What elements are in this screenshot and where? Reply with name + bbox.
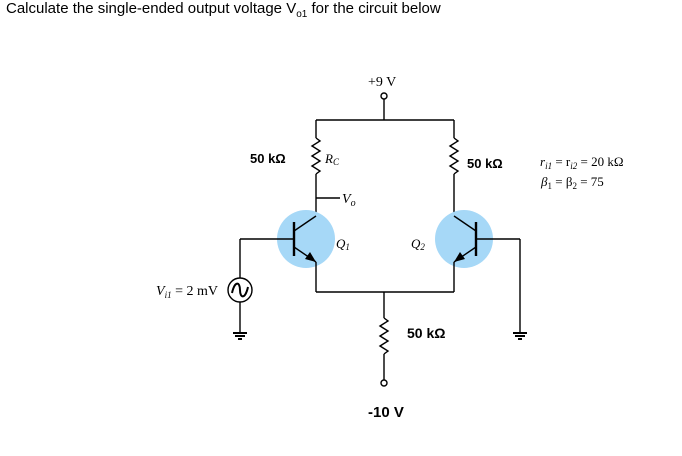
rc1-value-label: 50 kΩ xyxy=(250,151,286,166)
q1-label: Q1 xyxy=(336,236,350,252)
vcc-label: +9 V xyxy=(368,75,396,90)
rc1-resistor xyxy=(310,137,322,175)
params-line-r: ri1 = ri2 = 20 kΩ xyxy=(540,154,624,171)
rc2-value-label: 50 kΩ xyxy=(467,156,503,171)
vo-label: Vo xyxy=(342,192,356,209)
re-value-label: 50 kΩ xyxy=(407,325,445,341)
input-label: Vi1 = 2 mV xyxy=(156,284,218,300)
q2-label: Q2 xyxy=(411,236,425,252)
q1-transistor xyxy=(240,210,335,292)
sine-wave-icon xyxy=(231,282,249,298)
q1-emitter-arrow xyxy=(305,252,316,262)
vee-label: -10 V xyxy=(368,404,404,421)
question-text: Calculate the single-ended output voltag… xyxy=(6,0,441,20)
re-resistor xyxy=(378,317,390,355)
q2-transistor xyxy=(435,210,520,292)
params-line-beta: β1 = β2 = 75 xyxy=(540,174,604,191)
ground-icon-left xyxy=(233,332,247,340)
vee-terminal xyxy=(380,379,388,387)
q2-emitter-arrow xyxy=(454,252,465,262)
rc2-resistor xyxy=(448,137,460,175)
ground-icon-right xyxy=(513,332,527,340)
rc1-name-label: RC xyxy=(324,151,340,167)
vcc-terminal xyxy=(380,92,388,100)
